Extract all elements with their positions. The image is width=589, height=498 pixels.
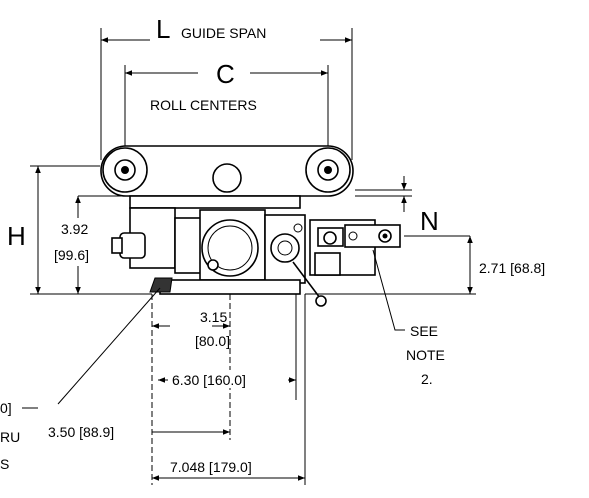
- dim-7-048: 7.048 [179.0]: [152, 459, 305, 481]
- dim-3-15: 3.15 [80.0]: [152, 309, 230, 349]
- label-H: H: [7, 221, 26, 251]
- right-roller: [305, 147, 351, 193]
- main-body: [111, 207, 327, 307]
- label-callout-line-1: 0]: [0, 400, 12, 416]
- label-3-50: 3.50 [88.9]: [48, 424, 114, 440]
- roll-centers-dimension: C ROLL CENTERS: [124, 58, 329, 150]
- dim-3-92: 3.92 [99.6]: [50, 195, 130, 294]
- see-note-callout: SEE NOTE 2.: [372, 249, 445, 387]
- label-L: L: [156, 14, 170, 44]
- lubricator-assembly: [309, 219, 401, 276]
- label-7-048: 7.048 [179.0]: [170, 459, 252, 475]
- dim-N: N: [355, 176, 470, 237]
- label-N: N: [420, 206, 439, 236]
- eccentric: [270, 233, 300, 263]
- guide-span-dimension: L GUIDE SPAN: [100, 14, 353, 160]
- label-note-number: 2.: [421, 371, 433, 387]
- label-roll-centers: ROLL CENTERS: [150, 97, 257, 113]
- label-see: SEE: [410, 323, 438, 339]
- left-roller: [102, 147, 148, 193]
- label-note: NOTE: [406, 347, 445, 363]
- label-80-0: [80.0]: [195, 333, 230, 349]
- carriage-plate: [100, 145, 354, 209]
- label-6-30: 6.30 [160.0]: [172, 372, 246, 388]
- dim-6-30: 6.30 [160.0]: [158, 370, 296, 388]
- dim-3-50: 3.50 [88.9]: [48, 424, 230, 440]
- label-C: C: [216, 59, 235, 89]
- label-callout-line-3: S: [0, 456, 9, 472]
- label-guide-span: GUIDE SPAN: [181, 25, 266, 41]
- label-99-6: [99.6]: [54, 247, 89, 263]
- bottom-extension-lines: [151, 294, 306, 485]
- label-callout-line-2: RU: [0, 429, 20, 445]
- dim-2-71: 2.71 [68.8]: [305, 236, 545, 295]
- mounting-callout: 0] RU S: [0, 287, 161, 472]
- label-2-71: 2.71 [68.8]: [479, 260, 545, 276]
- plate-hole: [212, 163, 242, 193]
- mounting-screw: [149, 277, 173, 293]
- height-dimension: H: [5, 165, 152, 295]
- label-3-92: 3.92: [61, 221, 88, 237]
- label-3-15: 3.15: [200, 309, 227, 325]
